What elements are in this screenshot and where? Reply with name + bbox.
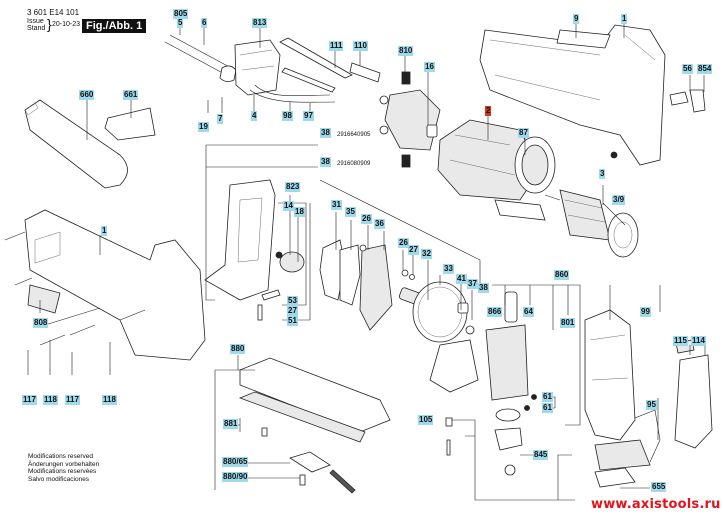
issue-label: Issue: [27, 18, 44, 25]
part-label-37: 37: [467, 279, 478, 289]
part-number-2916080909: 2916080909: [337, 161, 371, 167]
part-label-97: 97: [303, 111, 314, 121]
stand-label: Stand: [27, 25, 46, 32]
part-label-56: 56: [682, 64, 693, 74]
part-label-117-first: 117: [22, 395, 37, 405]
part-label-99: 99: [640, 307, 651, 317]
part-label-27-second: 27: [287, 306, 298, 316]
part-label-35: 35: [345, 207, 356, 217]
part-label-801: 801: [560, 318, 576, 328]
part-label-810: 810: [398, 46, 414, 56]
part-label-27-first: 27: [408, 245, 419, 255]
notice-line-en: Modifications reserved: [28, 453, 94, 460]
part-label-51: 51: [287, 316, 298, 326]
part-label-41: 41: [456, 274, 467, 284]
part-label-823: 823: [285, 182, 301, 192]
part-label-5: 5: [177, 18, 184, 28]
brace-icon: }: [47, 16, 52, 32]
brush-holder: [379, 71, 441, 168]
figure-label: Fig./Abb. 1: [82, 19, 147, 33]
part-label-105: 105: [418, 415, 434, 425]
part-label-6: 6: [201, 18, 208, 28]
part-label-813: 813: [252, 18, 268, 28]
part-label-118-second: 118: [102, 395, 117, 405]
watermark-url: www.axistools.ru: [591, 497, 721, 512]
plunger-assembly: [429, 291, 537, 476]
notice-line-de: Änderungen vorbehalten: [28, 460, 100, 468]
part-label-98: 98: [282, 111, 293, 121]
document-number: 3 601 E14 101: [27, 8, 80, 17]
part-label-808: 808: [33, 318, 49, 328]
armature: [544, 189, 639, 258]
power-cable: [164, 34, 237, 82]
issue-stand-label: Issue Stand: [27, 18, 45, 32]
part-label-33: 33: [443, 264, 454, 274]
part-label-32: 32: [421, 249, 432, 259]
part-label-4: 4: [251, 111, 258, 121]
part-label-866: 866: [487, 307, 503, 317]
issue-date: 20-10-23: [52, 21, 81, 28]
part-label-38-first: 38: [320, 128, 331, 138]
part-label-26-first: 26: [361, 214, 372, 224]
part-label-3-9: 3/9: [612, 195, 626, 205]
part-label-61-first: 61: [542, 392, 553, 402]
part-label-7: 7: [217, 114, 224, 124]
motor-housing-front: [584, 309, 713, 488]
housing-shell-right: [479, 24, 706, 166]
part-label-18: 18: [294, 207, 305, 217]
part-label-19: 19: [198, 122, 209, 132]
base-plate: [238, 357, 391, 494]
part-label-61-second: 61: [542, 403, 553, 413]
notice-line-fr: Modifications reservées: [28, 468, 97, 476]
part-label-53: 53: [287, 296, 298, 306]
part-label-845: 845: [533, 450, 549, 460]
notice-line-es: Salvo modificaciones: [28, 475, 90, 483]
drive-gear: [398, 281, 475, 343]
part-label-38-third: 38: [478, 283, 489, 293]
part-label-2-highlighted: 2: [485, 106, 492, 116]
switch-slider: [279, 37, 381, 83]
dust-extraction-nozzle: [24, 99, 156, 189]
part-label-854: 854: [697, 64, 713, 74]
part-label-115: 115: [673, 336, 688, 346]
part-label-880-90: 880/90: [222, 472, 249, 482]
part-label-36: 36: [374, 219, 385, 229]
part-label-87: 87: [518, 128, 529, 138]
switch-assembly: [234, 39, 336, 103]
stator-field: [437, 119, 556, 221]
part-label-14: 14: [283, 201, 294, 211]
part-label-1-left-housing: 1: [101, 226, 108, 236]
part-label-16: 16: [424, 62, 435, 72]
housing-shell-left: [4, 209, 206, 361]
part-label-881: 881: [223, 419, 239, 429]
part-label-860: 860: [554, 270, 570, 280]
part-number-2916640905: 2916640905: [337, 132, 371, 138]
part-label-38-second: 38: [320, 157, 331, 167]
part-label-880: 880: [230, 344, 246, 354]
part-label-110: 110: [353, 41, 368, 51]
part-label-111: 111: [329, 41, 344, 51]
part-label-660: 660: [79, 90, 95, 100]
modifications-notice: Modifications reserved Änderungen vorbeh…: [28, 453, 99, 483]
part-label-655: 655: [651, 482, 667, 492]
part-label-9: 9: [573, 14, 580, 24]
part-label-805: 805: [173, 9, 189, 19]
part-label-661: 661: [123, 90, 139, 100]
part-label-1-right-housing: 1: [621, 14, 628, 24]
part-label-31: 31: [331, 200, 342, 210]
part-label-3: 3: [599, 169, 606, 179]
part-label-64: 64: [523, 307, 534, 317]
part-label-26-second: 26: [398, 238, 409, 248]
part-label-95: 95: [646, 400, 657, 410]
part-label-114: 114: [691, 336, 706, 346]
part-label-880-65: 880/65: [222, 457, 249, 467]
part-label-117-second: 117: [65, 395, 80, 405]
part-label-118-first: 118: [43, 395, 58, 405]
gear-carrier: [319, 239, 415, 331]
